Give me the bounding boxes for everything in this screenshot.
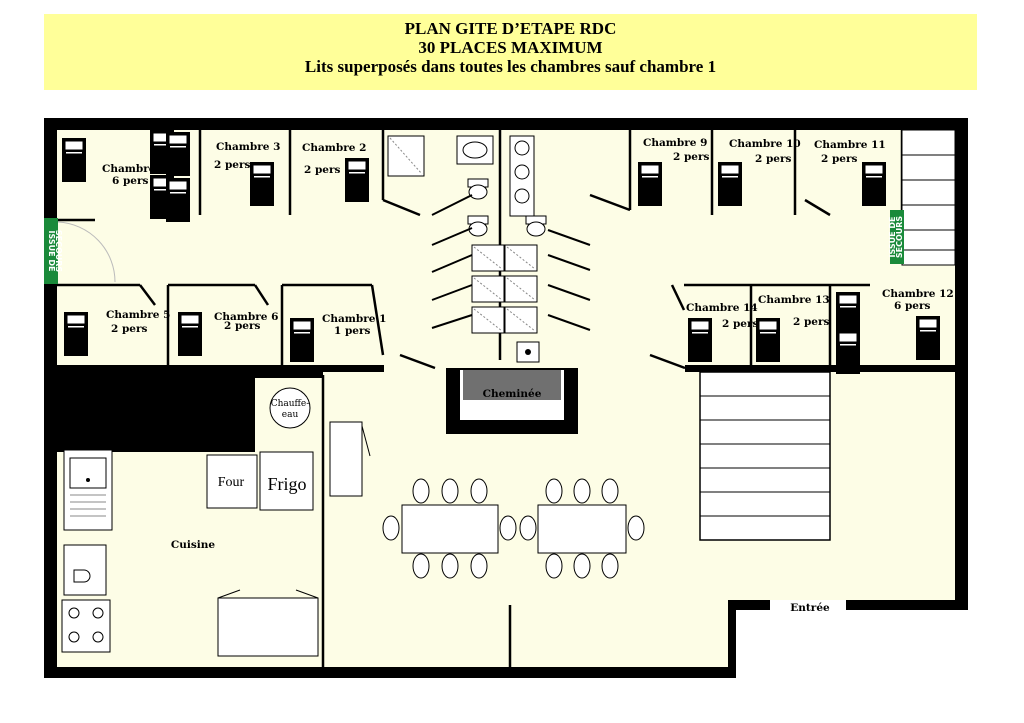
- stove: [61, 599, 111, 653]
- oven: [206, 454, 258, 509]
- chambre-10-cap: 2 pers: [755, 153, 792, 165]
- chambre-3-cap: 2 pers: [214, 159, 251, 171]
- chambre-13-cap: 2 pers: [793, 316, 830, 328]
- chambre-4-name: Chambre 4: [102, 163, 166, 175]
- exit-sign-right: [890, 210, 904, 264]
- chambre-1-name: Chambre 1: [322, 313, 386, 325]
- chambre-3-name: Chambre 3: [216, 141, 280, 153]
- water-heater: [269, 387, 311, 429]
- chambre-6-cap: 2 pers: [224, 320, 261, 332]
- exit-right-line2: SECOURS: [895, 216, 904, 259]
- plan-title: PLAN GITE D’ETAPE RDC: [404, 19, 617, 38]
- exit-left-line2: SECOURS: [54, 230, 63, 273]
- cuisine-label: Cuisine: [171, 539, 216, 551]
- sanitary-block: [387, 135, 591, 363]
- table-1: [401, 504, 499, 554]
- chambre-9-cap: 2 pers: [673, 151, 710, 163]
- frigo-label: Frigo: [267, 474, 306, 494]
- wall-south-left: [57, 365, 384, 372]
- chauffe-label-2: eau: [282, 410, 299, 420]
- wall-south-right: [685, 365, 955, 372]
- table-2: [537, 504, 627, 554]
- chambre-4-cap: 6 pers: [112, 175, 149, 187]
- four-label: Four: [218, 475, 245, 490]
- entree-label: Entrée: [790, 602, 830, 614]
- entrance-gap: [770, 600, 846, 612]
- room-walls: [57, 130, 904, 667]
- title-banner: PLAN GITE D’ETAPE RDC 30 PLACES MAXIMUM …: [44, 14, 977, 90]
- chambre-1-cap: 1 pers: [334, 325, 371, 337]
- fireplace: [446, 368, 578, 434]
- storage-block: [57, 372, 255, 452]
- plan-note: Lits superposés dans toutes les chambres…: [304, 57, 717, 76]
- stairs-main: [699, 371, 831, 541]
- exit-sign-left: [44, 218, 58, 284]
- exit-left-line1: ISSUE DE: [47, 231, 56, 272]
- chambre-5-name: Chambre 5: [106, 309, 170, 321]
- chauffe-label-1: Chauffe-: [271, 399, 310, 409]
- cheminee-label: Cheminée: [483, 388, 542, 400]
- chambre-14-name: Chambre 14: [686, 302, 758, 314]
- chambre-11-name: Chambre 11: [814, 139, 886, 151]
- door-swing: [57, 221, 116, 283]
- kitchen: Chauffe- eau Four Frigo: [61, 387, 371, 657]
- chambre-13-name: Chambre 13: [758, 294, 830, 306]
- kitchen-counter: [217, 597, 319, 657]
- chambre-14-cap: 2 pers: [722, 318, 759, 330]
- dining-area: [382, 478, 645, 579]
- chambre-2-cap: 2 pers: [304, 164, 341, 176]
- chambre-2-name: Chambre 2: [302, 142, 366, 154]
- chambre-10-name: Chambre 10: [729, 138, 801, 150]
- stairs-top-right: [901, 129, 956, 266]
- chambre-9-name: Chambre 9: [643, 137, 707, 149]
- plan-subtitle: 30 PLACES MAXIMUM: [418, 38, 603, 57]
- room-labels: Chambre 4 6 pers Chambre 3 2 pers Chambr…: [102, 137, 954, 337]
- chambre-11-cap: 2 pers: [821, 153, 858, 165]
- fridge: [259, 451, 314, 511]
- chambre-6-name: Chambre 6: [214, 311, 278, 323]
- chambre-12-cap: 6 pers: [894, 300, 931, 312]
- exit-right-line1: ISSUE DE: [888, 217, 897, 258]
- chambre-5-cap: 2 pers: [111, 323, 148, 335]
- chambre-12-name: Chambre 12: [882, 288, 954, 300]
